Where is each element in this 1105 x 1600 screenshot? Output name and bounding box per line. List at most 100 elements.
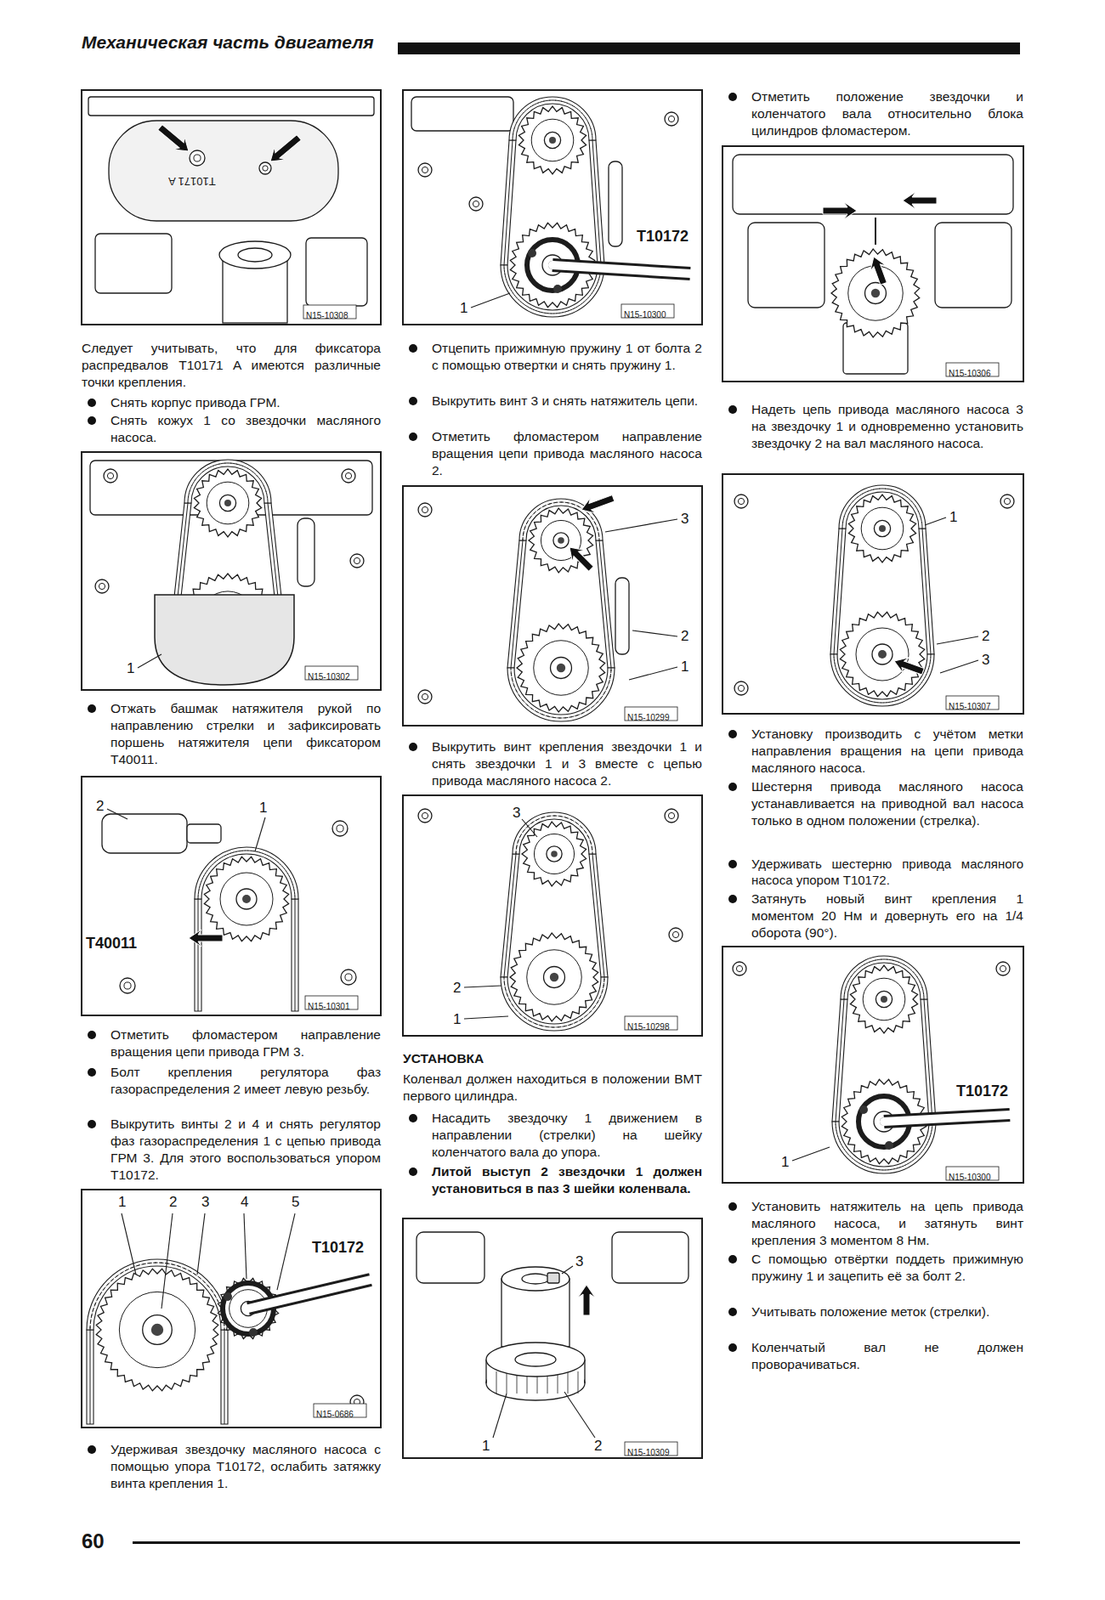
bolt bbox=[418, 503, 432, 517]
leader-line bbox=[493, 1394, 507, 1439]
figure-code: N15-10301 bbox=[307, 1002, 350, 1012]
bullet-dot bbox=[728, 1255, 737, 1264]
bullet-item: Надеть цепь привода масляного насоса 3 н… bbox=[722, 401, 1024, 453]
bullet-item: Болт крепления регулятора фаз газораспре… bbox=[81, 1064, 381, 1099]
callout-number: 1 bbox=[680, 658, 690, 675]
bullet-text: Насадить звездочку 1 движением в направл… bbox=[431, 1110, 703, 1160]
bullet-item: Снять кожух 1 со звездочки масляного нас… bbox=[81, 412, 381, 447]
sprocket-hub bbox=[880, 996, 888, 1003]
bolt bbox=[996, 962, 1010, 976]
figure-frame bbox=[81, 1190, 381, 1428]
sprocket bbox=[848, 494, 916, 563]
engine-part bbox=[521, 1274, 550, 1285]
page-number: 60 bbox=[81, 1530, 105, 1553]
figure-code: N15-10302 bbox=[307, 672, 350, 682]
sprocket bbox=[831, 249, 920, 338]
bolt bbox=[421, 506, 428, 513]
bolt bbox=[668, 812, 675, 819]
sprocket bbox=[531, 119, 574, 162]
leader-line bbox=[605, 519, 678, 533]
bullet-text: Отжать башмак натяжителя рукой по направ… bbox=[110, 701, 381, 767]
callout-number: 3 bbox=[680, 511, 690, 527]
figure-code: N15-10307 bbox=[948, 697, 991, 714]
engine-part bbox=[306, 238, 368, 306]
leader-line bbox=[561, 1266, 573, 1275]
chain-links bbox=[592, 854, 605, 978]
bolt bbox=[262, 165, 268, 171]
callout-number: 3 bbox=[680, 510, 690, 527]
leader-line bbox=[255, 817, 266, 852]
bolt bbox=[421, 693, 428, 700]
bullet-dot bbox=[408, 396, 418, 406]
bolt bbox=[353, 557, 360, 564]
sprocket-tooth bbox=[496, 1371, 498, 1394]
leader-line bbox=[629, 667, 678, 680]
engine-part bbox=[187, 824, 221, 844]
tool-label: T10172 bbox=[635, 227, 690, 245]
bullet-text: Болт крепления регулятора фаз газораспре… bbox=[110, 1065, 381, 1097]
sprocket-hub bbox=[142, 1315, 173, 1346]
figure-frame bbox=[722, 146, 1024, 382]
bolt bbox=[418, 809, 432, 823]
sprocket-tooth bbox=[506, 1371, 508, 1394]
bolt bbox=[668, 115, 675, 122]
figure-code: N15-10308 bbox=[306, 311, 348, 321]
engine-part bbox=[486, 1343, 585, 1377]
callout-number: 2 bbox=[680, 628, 690, 645]
engine-part bbox=[411, 96, 514, 131]
sprocket-hub bbox=[553, 532, 569, 549]
bolt bbox=[107, 472, 114, 479]
bolt bbox=[469, 197, 483, 211]
direction-arrow bbox=[563, 541, 598, 576]
holding-tool bbox=[223, 1292, 233, 1302]
sprocket bbox=[119, 1292, 195, 1368]
chain-links bbox=[599, 540, 612, 669]
leader-line bbox=[564, 1392, 595, 1439]
figure-frame bbox=[81, 776, 381, 1016]
chain bbox=[194, 899, 202, 1012]
holding-tool bbox=[884, 1115, 1010, 1122]
bullet-text: Затянуть новый винт крепления 1 моментом… bbox=[751, 891, 1024, 941]
sprocket-hub bbox=[151, 1324, 164, 1337]
callout-number: 2 bbox=[980, 628, 991, 645]
bullet-item: Выкрутить винты 2 и 4 и снять регулятор … bbox=[81, 1116, 381, 1185]
illustrations bbox=[81, 42, 1024, 1545]
direction-arrow bbox=[578, 1285, 595, 1316]
bullet-item: Отметить фломастером направление вращени… bbox=[402, 428, 703, 480]
bolt bbox=[668, 928, 683, 942]
mirrored-tool-label: T10171 A bbox=[168, 175, 216, 188]
engine-part bbox=[219, 241, 291, 269]
engine-part bbox=[88, 96, 374, 116]
bullet-text: Установить натяжитель на цепь привода ма… bbox=[751, 1199, 1024, 1248]
chain-links bbox=[198, 899, 199, 1012]
figure-code: N15-10300 bbox=[623, 310, 666, 320]
direction-arrow bbox=[866, 254, 892, 288]
callout-number: 2 bbox=[452, 980, 462, 997]
figure-code: N15-10306 bbox=[948, 364, 991, 380]
figure-code: N15-0686 bbox=[316, 1410, 354, 1420]
leader-line bbox=[464, 986, 502, 988]
pump-cover bbox=[154, 595, 295, 686]
callout-number: 3 bbox=[980, 651, 991, 669]
chain bbox=[920, 999, 936, 1122]
sprocket-hub bbox=[557, 537, 565, 544]
callout-number: 1 bbox=[481, 1438, 491, 1455]
bullet-dot bbox=[87, 398, 97, 408]
bullet-item: С помощью отвёртки поддеть прижимную пру… bbox=[722, 1251, 1024, 1286]
engine-part bbox=[615, 578, 629, 655]
sprocket bbox=[861, 507, 904, 550]
direction-arrow bbox=[265, 130, 306, 169]
bullet-dot bbox=[87, 1031, 97, 1040]
bullet-text: Установку производить с учётом метки нап… bbox=[751, 726, 1024, 776]
holding-tool bbox=[248, 1280, 371, 1309]
sprocket-hub bbox=[556, 663, 566, 673]
bolt bbox=[95, 579, 109, 594]
callout-number: 3 bbox=[200, 1195, 210, 1211]
figure-code: N15-10298 bbox=[627, 1018, 669, 1034]
bullet-text: Выкрутить винт 3 и снять натяжитель цепи… bbox=[431, 393, 698, 408]
direction-arrow bbox=[188, 929, 223, 947]
bullet-item: Литой выступ 2 звездочки 1 должен устано… bbox=[402, 1163, 703, 1198]
bullet-dot bbox=[728, 1308, 737, 1317]
chain bbox=[589, 140, 605, 266]
